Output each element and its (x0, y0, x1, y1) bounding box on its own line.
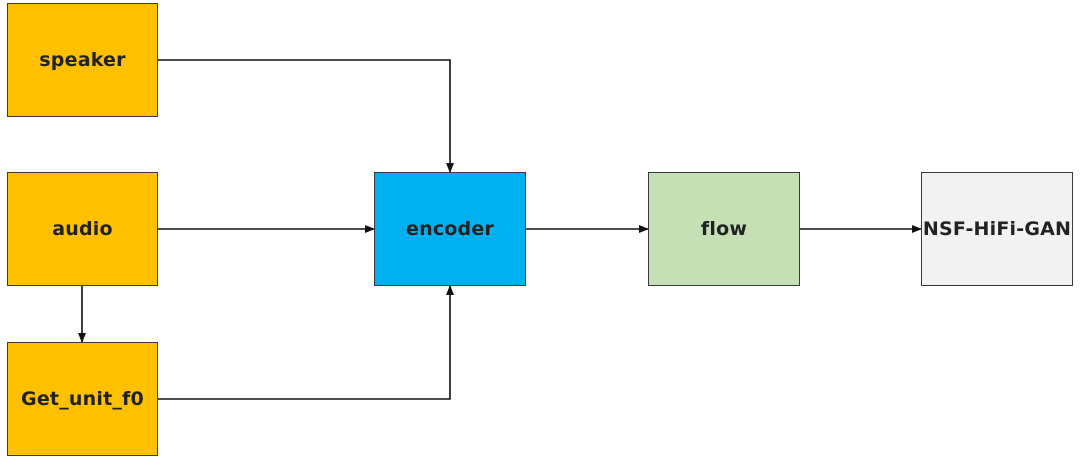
edge-speaker-to-encoder (158, 59, 454, 173)
edge-get-unit-f0-to-encoder (158, 285, 454, 400)
nsf-hifi-gan-node: NSF-HiFi-GAN (921, 172, 1073, 286)
encoder-node: encoder (374, 172, 526, 286)
get-unit-f0-node: Get_unit_f0 (7, 342, 158, 456)
audio-node: audio (7, 172, 158, 286)
speaker-node: speaker (7, 3, 158, 117)
flow-node: flow (648, 172, 800, 286)
